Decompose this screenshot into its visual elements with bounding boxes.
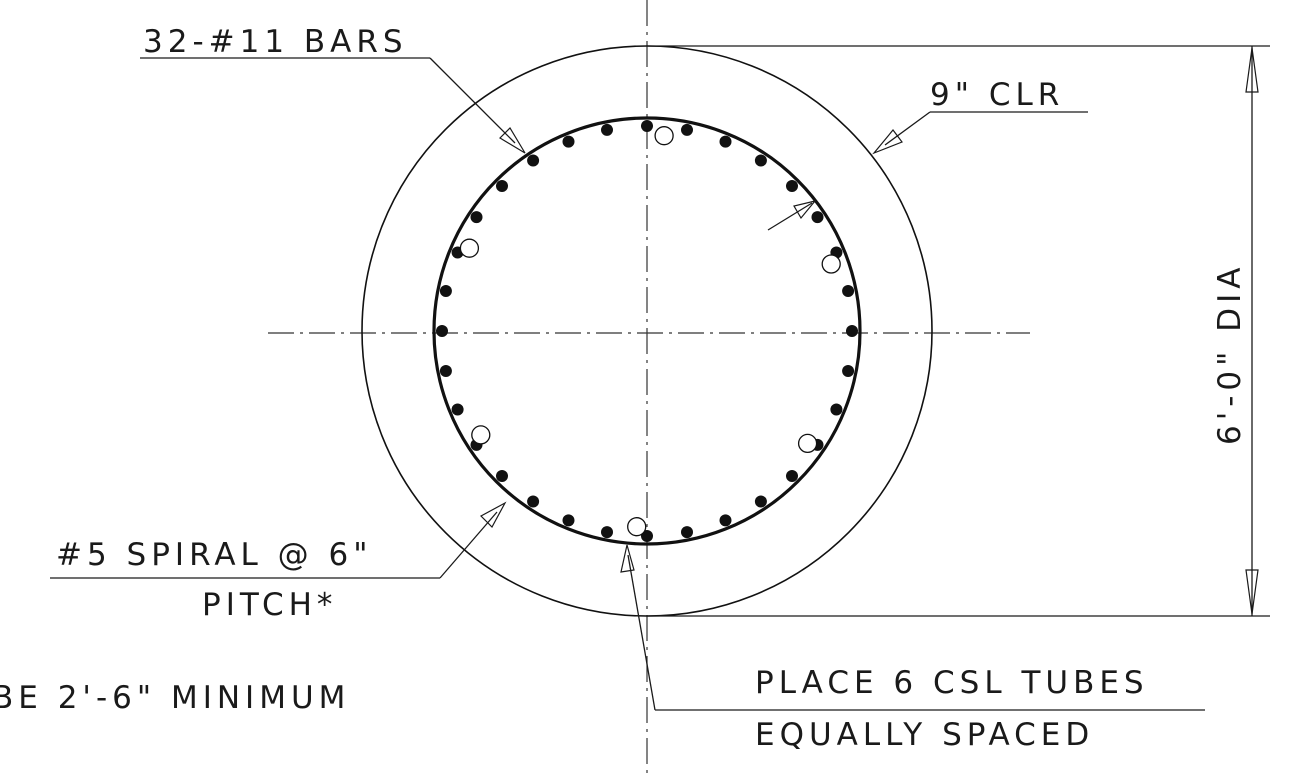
rebar-bar	[830, 403, 843, 416]
spiral-label-line1: #5 SPIRAL @ 6"	[56, 537, 373, 573]
spiral-leader	[50, 501, 507, 579]
rebar-bar	[601, 526, 613, 539]
rebar-bar	[842, 365, 855, 377]
rebar-bar	[681, 526, 693, 539]
rebar-bar	[496, 180, 508, 192]
rebar-bar	[451, 403, 464, 416]
tubes-leader	[620, 544, 1205, 711]
csl-tube	[459, 238, 480, 258]
diameter-dimension	[647, 45, 1270, 617]
clear-cover-label: 9" CLR	[930, 77, 1064, 113]
bars-label: 32-#11 BARS	[143, 24, 408, 60]
rebar-bar	[527, 495, 540, 508]
rebar-bar	[754, 154, 767, 167]
rebar-bar	[719, 135, 732, 148]
spiral-cage-circle	[432, 116, 862, 546]
rebar-bar	[496, 470, 508, 482]
csl-tube	[797, 433, 818, 454]
rebar-bar	[439, 285, 452, 297]
csl-tube	[627, 517, 647, 537]
tubes-label-line1: PLACE 6 CSL TUBES	[755, 665, 1149, 701]
rebar-bar	[719, 514, 732, 527]
rebar-bar	[681, 123, 693, 136]
diameter-label: 6'-0" DIA	[1212, 263, 1248, 446]
rebar-bar	[470, 211, 483, 224]
longitudinal-bars	[436, 120, 858, 542]
bars-leader	[140, 57, 526, 154]
rebar-bar	[786, 470, 798, 482]
minimum-note: BE 2'-6" MINIMUM	[0, 680, 350, 716]
rebar-bar	[562, 514, 575, 527]
rebar-bar	[811, 211, 824, 224]
csl-tube	[821, 254, 841, 274]
rebar-bar	[601, 123, 613, 136]
rebar-bar	[436, 325, 448, 337]
spiral-label-line2: PITCH*	[202, 587, 337, 623]
tubes-label-line2: EQUALLY SPACED	[755, 717, 1094, 753]
csl-tubes	[459, 126, 841, 537]
rebar-bar	[846, 325, 858, 337]
rebar-bar	[641, 120, 653, 132]
rebar-bar	[754, 495, 767, 508]
rebar-bar	[562, 135, 575, 148]
rebar-bar	[842, 285, 855, 297]
csl-tube	[471, 425, 491, 445]
rebar-bar	[439, 365, 452, 377]
rebar-bar	[786, 180, 798, 192]
clear-cover-leader	[767, 111, 1088, 231]
csl-tube	[654, 126, 674, 146]
rebar-bar	[527, 154, 540, 167]
